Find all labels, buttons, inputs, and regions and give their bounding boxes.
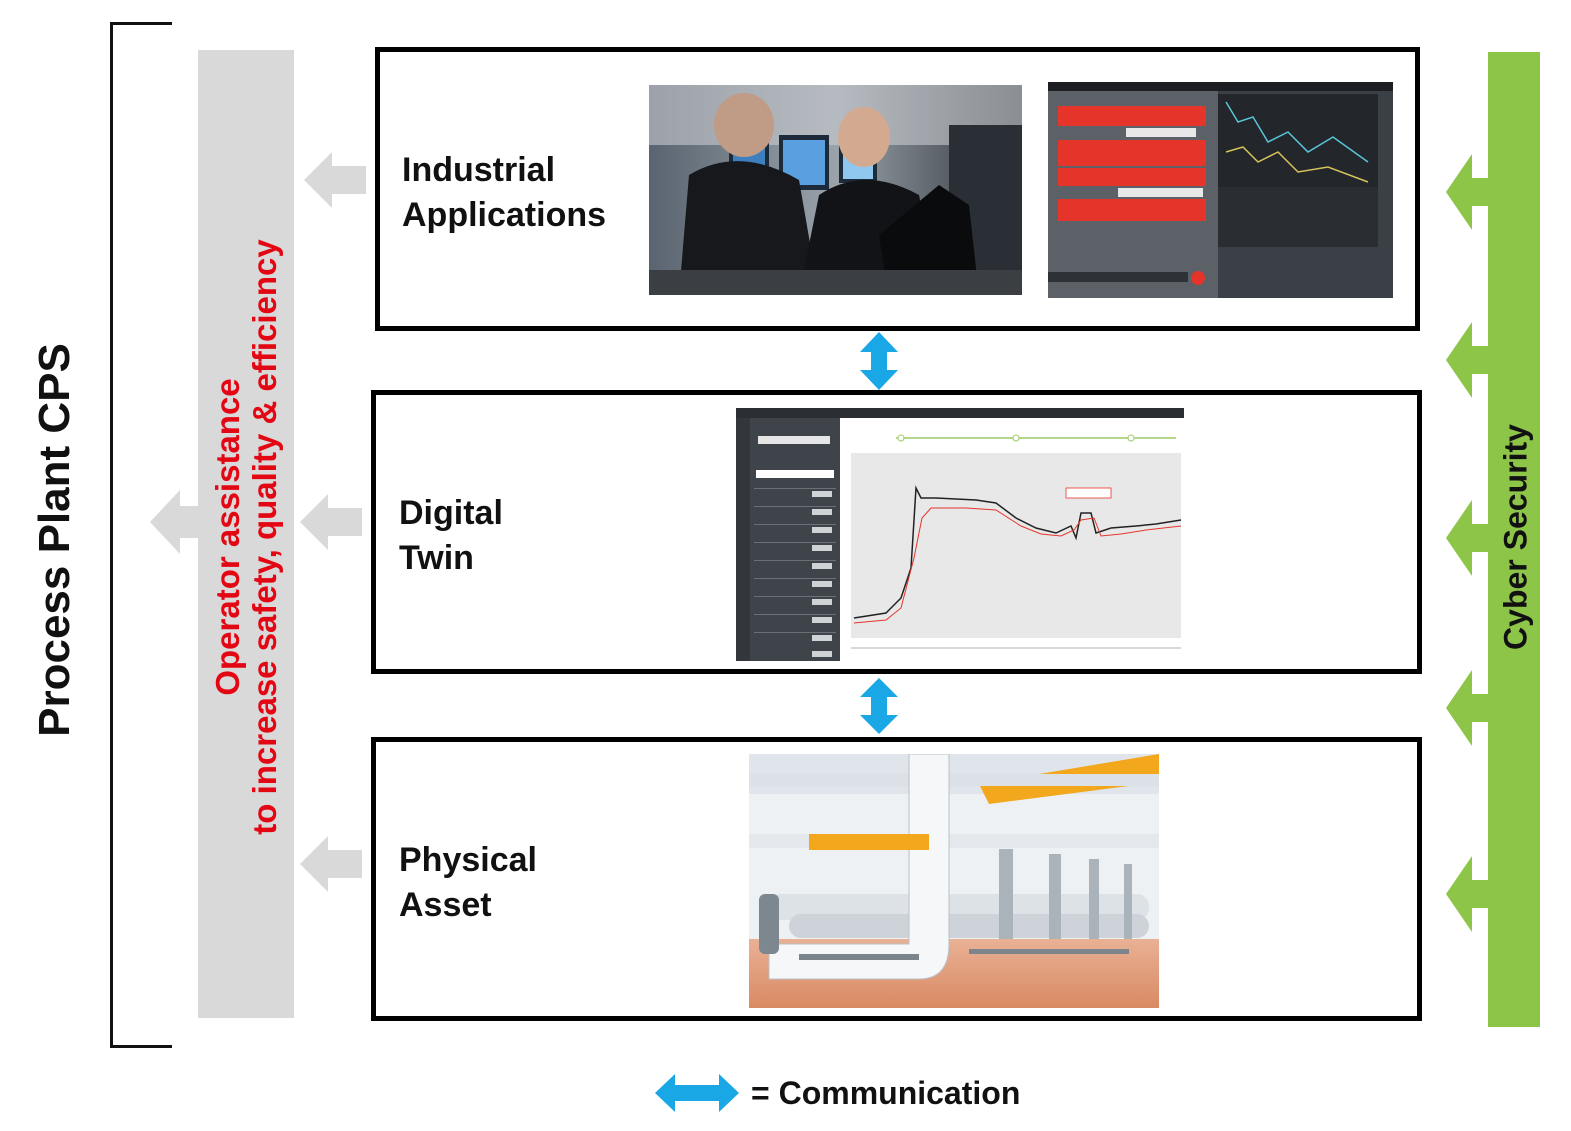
operator-assistance-label: Operator assistance to increase safety, … [209,239,284,835]
layer-title-line: Twin [399,539,474,577]
legend: = Communication [655,1068,1020,1118]
operator-assistance-line1: Operator assistance [209,378,247,696]
twin-to-operator-arrow [300,494,362,550]
layer-title-line: Digital [399,494,503,532]
layer-title-line: Physical [399,841,537,879]
physical-asset-title: Physical Asset [399,838,537,928]
operator-to-cps-arrow [150,490,202,554]
industrial-applications-layer: Industrial Applications [375,47,1420,331]
communication-arrow-icon [860,332,898,390]
applications-to-operator-arrow [304,152,366,208]
cyber-security-bar [1488,52,1540,1027]
legend-label: = Communication [751,1074,1021,1111]
digital-twin-screenshot [736,408,1184,661]
operators-photo [649,85,1022,295]
layer-title-line: Asset [399,886,492,924]
cyber-arrow-icon [1446,856,1490,932]
asset-to-operator-arrow [300,836,362,892]
cyber-arrow-icon [1446,500,1490,576]
layer-title-line: Industrial [402,151,556,189]
operator-assistance-bar [198,50,294,1018]
industrial-applications-title: Industrial Applications [402,148,606,238]
physical-asset-layer: Physical Asset [371,737,1422,1021]
operator-assistance-line2: to increase safety, quality & efficiency [246,239,283,835]
cyber-arrow-icon [1446,322,1490,398]
system-bracket [110,22,172,1048]
communication-legend-arrow-icon [655,1074,739,1112]
chatbot-screenshot [1048,82,1393,298]
cyber-security-label: Cyber Security [1497,424,1534,650]
communication-arrow-icon [860,678,898,734]
process-plant-photo [749,754,1159,1008]
digital-twin-title: Digital Twin [399,491,503,581]
cyber-arrow-icon [1446,670,1490,746]
system-title: Process Plant CPS [30,343,79,737]
digital-twin-layer: Digital Twin [371,390,1422,674]
layer-title-line: Applications [402,196,607,234]
cyber-arrow-icon [1446,154,1490,230]
